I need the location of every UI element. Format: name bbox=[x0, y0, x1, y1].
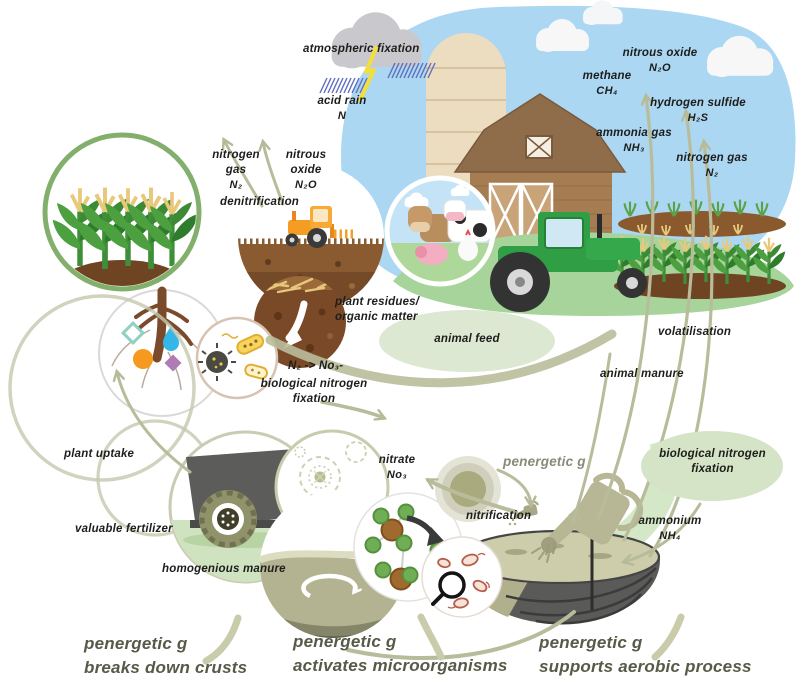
flow-ring-left bbox=[8, 294, 196, 482]
label-volatilisation: volatilisation bbox=[658, 326, 732, 338]
headline-breaks-down-crusts: penergetic g breaks down crusts bbox=[84, 634, 248, 677]
rain-hatch-icon bbox=[319, 62, 436, 94]
label-nitrous-oxide-sky: nitrous oxide N₂O bbox=[622, 47, 698, 74]
corn-row-icon bbox=[604, 198, 787, 299]
label-homogenious-manure: homogenious manure bbox=[162, 563, 286, 575]
rain-cloud-icon bbox=[331, 12, 422, 69]
label-animal-feed: animal feed bbox=[434, 333, 500, 345]
label-ammonia-gas: ammonia gas NH₃ bbox=[596, 127, 672, 154]
label-nitrogen-gas-sky: nitrogen gas N₂ bbox=[676, 152, 748, 179]
label-hydrogen-sulfide: hydrogen sulfide H₂S bbox=[650, 97, 746, 124]
green-tractor-icon bbox=[490, 212, 647, 312]
headline-activates-microorganisms: penergetic g activates microorganisms bbox=[293, 632, 508, 675]
livestock-icon bbox=[384, 175, 496, 287]
orange-tractor bbox=[285, 206, 356, 248]
corn-field-icon bbox=[42, 132, 202, 292]
label-penergetic-g: penergetic g bbox=[503, 454, 586, 469]
animal-feed-ellipse bbox=[379, 310, 555, 372]
flow-arrow-icon bbox=[112, 92, 714, 665]
label-nitrate: nitrate No₃ bbox=[378, 454, 416, 481]
label-nitrous-oxide-left: nitrous oxide N₂O bbox=[285, 149, 327, 191]
label-valuable-fertilizer: valuable fertilizer bbox=[75, 523, 173, 535]
label-denitrification: denitrification bbox=[220, 196, 300, 208]
microbes-icon bbox=[195, 316, 279, 400]
label-n2-to-no3: N₂ -> No₃- bbox=[288, 360, 344, 372]
label-nitrification: nitrification bbox=[466, 510, 532, 522]
label-plant-uptake: plant uptake bbox=[64, 448, 135, 460]
label-bio-fix-right: biological nitrogen fixation bbox=[659, 448, 766, 475]
label-plant-residues: plant residues/ organic matter bbox=[335, 296, 420, 323]
magnifier-icon bbox=[421, 536, 503, 618]
label-bio-fix-mid: biological nitrogen fixation bbox=[260, 378, 368, 405]
lightning-icon bbox=[358, 46, 378, 102]
label-animal-manure: animal manure bbox=[600, 368, 684, 380]
bio-fix-ellipse bbox=[641, 431, 783, 501]
headline-supports-aerobic-process: penergetic g supports aerobic process bbox=[539, 633, 752, 676]
label-ammonium: ammonium NH₄ bbox=[638, 515, 702, 542]
label-methane: methane CH₄ bbox=[582, 70, 632, 97]
label-nitrogen-gas-left: nitrogen gas N₂ bbox=[212, 149, 260, 191]
label-atmospheric-fixation: atmospheric fixation bbox=[303, 43, 420, 55]
label-acid-rain: acid rain N bbox=[317, 95, 367, 122]
cloud-icon bbox=[583, 0, 623, 25]
